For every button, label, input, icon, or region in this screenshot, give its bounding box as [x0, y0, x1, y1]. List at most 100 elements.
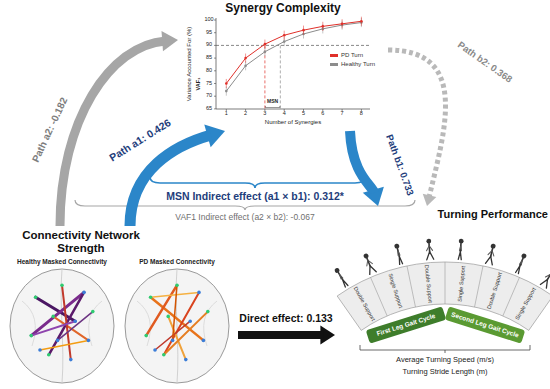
brain-outline: [125, 269, 229, 383]
brain-node: [149, 295, 153, 299]
annotation-label: Double Support: [423, 265, 432, 304]
path-connector: [388, 50, 446, 197]
curve-marker: [283, 34, 286, 37]
phase-divider: [475, 266, 483, 307]
annotation-label: Double Support: [352, 286, 375, 322]
band-text: Second Leg Gait Cycle: [450, 311, 519, 338]
walker-figure: [394, 243, 403, 264]
path-coefficient: Path b2: 0.368: [456, 40, 514, 84]
legend-swatch: [330, 63, 338, 66]
curve-marker: [283, 40, 286, 43]
annotation-label: Healthy Masked Connectivity: [17, 259, 107, 266]
connectivity-line: [58, 312, 93, 341]
axis-tick: [214, 70, 216, 71]
walker-arms: [426, 245, 432, 250]
legend-swatch: [330, 54, 338, 57]
walker-arms: [545, 273, 550, 280]
error-bar: [264, 40, 265, 49]
annotation-label: 1: [225, 111, 228, 117]
brain-node: [153, 348, 157, 352]
brain-node: [144, 334, 148, 338]
region-heading: Synergy Complexity: [178, 0, 388, 15]
annotation-label: 2: [244, 111, 247, 117]
annotation-label: 80: [206, 68, 212, 74]
annotation-label: MSN Indirect effect (a1 × b1): 0.312*: [166, 191, 344, 202]
error-bar: [303, 26, 304, 35]
axis-tick: [214, 32, 216, 33]
walker-figure: [515, 253, 527, 274]
path-connector: [238, 331, 323, 339]
curve-marker: [225, 82, 228, 85]
connectivity-line: [151, 292, 199, 297]
phase-divider: [407, 266, 415, 307]
walker-arms: [397, 250, 400, 255]
connectivity-line: [31, 292, 84, 335]
curve-marker: [264, 50, 267, 53]
error-bar: [361, 17, 362, 26]
brain-node: [87, 339, 91, 343]
path-coefficient: Path a1: 0.426: [108, 117, 173, 163]
walker-arms: [339, 274, 343, 279]
connectivity-line: [146, 285, 177, 335]
axis-tick: [214, 96, 216, 97]
walker-arms: [459, 246, 461, 251]
brain-gyrus: [22, 301, 102, 346]
annotation-label: 70: [206, 93, 212, 99]
brain-node: [162, 353, 166, 357]
walker-legs: [341, 279, 348, 287]
brain-node: [34, 295, 38, 299]
msn-marker: [280, 45, 281, 109]
legend-text: PD Turn: [341, 52, 363, 58]
brain-node: [188, 319, 192, 323]
diagram-region: Connectivity Network Strength: [2, 226, 238, 387]
connectivity-line: [31, 321, 75, 335]
phase-divider: [371, 277, 388, 316]
annotation-label: 85: [206, 55, 212, 61]
annotation-label: VAF1 Indirect effect (a2 × b2): -0.067: [175, 213, 314, 222]
brain-outline: [10, 269, 114, 383]
connectivity-line: [151, 297, 204, 340]
annotation-label: Number of Synergies: [265, 119, 321, 125]
connectivity-line: [173, 285, 177, 340]
curve-marker: [302, 29, 305, 32]
msn-brace: [150, 177, 365, 188]
annotation-label: 95: [206, 30, 212, 36]
brain-node: [51, 315, 55, 319]
band-text: First Leg Gait Cycle: [375, 312, 435, 337]
brain-node: [73, 319, 77, 323]
annotation-label: 100: [204, 17, 213, 23]
annotation-label: Single Support: [387, 273, 403, 309]
walker-legs: [398, 256, 403, 264]
msn-bracket: [265, 106, 279, 108]
walker-body: [460, 244, 462, 252]
walker-legs: [485, 256, 494, 265]
annotation-label: 65: [206, 106, 212, 112]
region-heading: Turning Performance: [335, 206, 550, 220]
threshold-line: [216, 45, 370, 46]
connectivity-line: [164, 312, 208, 355]
path-connector: [350, 131, 374, 193]
walker-figure: [425, 238, 434, 259]
region-heading: Connectivity Network Strength: [6, 229, 156, 255]
chart-axis: [216, 18, 217, 109]
legend-text: Healthy Turn: [341, 61, 375, 67]
walker-head: [521, 253, 527, 259]
curve-marker: [244, 57, 247, 60]
walker-body: [397, 249, 399, 257]
annotation-label: Average Turning Speed (m/s): [396, 356, 494, 364]
axis-tick: [214, 45, 216, 46]
walker-legs: [540, 278, 550, 288]
walker-figure: [485, 243, 497, 265]
curve-marker: [244, 64, 247, 67]
walker-head: [363, 253, 369, 259]
walker-legs: [367, 264, 376, 274]
axis-tick: [214, 20, 216, 21]
annotation-label: Single Support: [457, 266, 466, 302]
annotation-label: VAF₁: [196, 78, 202, 91]
error-bar: [342, 19, 343, 28]
msn-marker: [264, 45, 265, 109]
brain-node: [38, 348, 42, 352]
error-bar: [226, 79, 227, 88]
walker-body: [520, 258, 523, 265]
